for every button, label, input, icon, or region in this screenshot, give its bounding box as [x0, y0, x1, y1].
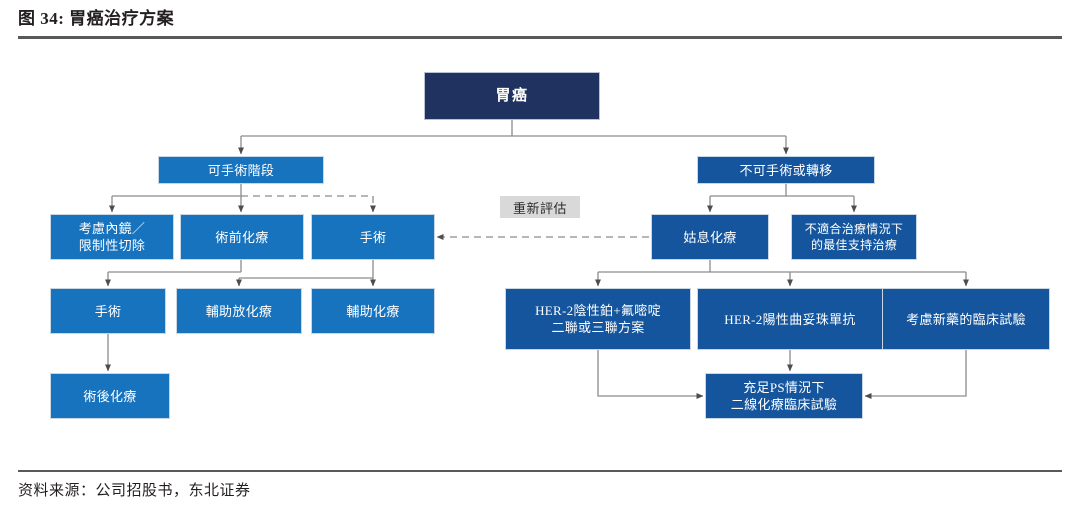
node-best-supportive-care[interactable]: 不適合治療情況下 的最佳支持治療: [791, 214, 917, 260]
node-label: 輔助放化療: [205, 303, 273, 319]
node-label: 手術: [94, 303, 122, 319]
page-title: 图 34: 胃癌治疗方案: [18, 9, 175, 28]
node-palliative-chemo[interactable]: 姑息化療: [651, 214, 769, 260]
node-gastric-cancer[interactable]: 胃癌: [424, 72, 600, 120]
connector-layer: [105, 120, 969, 399]
node-second-line-trial[interactable]: 充足PS情況下 二線化療臨床試驗: [705, 373, 863, 419]
node-surgery-lower[interactable]: 手術: [50, 288, 166, 334]
node-label: 考慮內鏡／ 限制性切除: [78, 221, 146, 253]
figure-header: 图 34: 胃癌治疗方案: [18, 6, 1062, 40]
node-label: 可手術階段: [207, 162, 275, 178]
node-label: 胃癌: [495, 87, 529, 104]
node-label: HER-2陰性鉑+氟嘧啶 二聯或三聯方案: [535, 303, 661, 335]
reassess-tag-label: 重新評估: [512, 200, 567, 216]
source-note: 资料来源：公司招股书，东北证券: [18, 483, 251, 499]
node-label: HER-2陽性曲妥珠單抗: [724, 311, 856, 327]
node-label: 不可手術或轉移: [739, 162, 833, 178]
node-her2-positive-trastuzumab[interactable]: HER-2陽性曲妥珠單抗: [697, 288, 883, 350]
footer-divider: [18, 470, 1062, 472]
node-consider-endoscopy[interactable]: 考慮內鏡／ 限制性切除: [50, 214, 174, 260]
node-label: 充足PS情況下 二線化療臨床試驗: [730, 380, 838, 412]
node-adjuvant-chemoradio[interactable]: 輔助放化療: [176, 288, 302, 334]
node-neoadjuvant-chemo[interactable]: 術前化療: [180, 214, 304, 260]
node-inoperable-metastatic[interactable]: 不可手術或轉移: [697, 156, 875, 184]
node-label: 考慮新藥的臨床試驗: [906, 311, 1026, 327]
edge-her2-neg-to-secondline: [597, 350, 704, 399]
node-label: 姑息化療: [683, 229, 737, 245]
node-her2-negative-regimen[interactable]: HER-2陰性鉑+氟嘧啶 二聯或三聯方案: [505, 288, 691, 350]
node-new-drug-trial[interactable]: 考慮新藥的臨床試驗: [882, 288, 1050, 350]
node-post-op-chemo[interactable]: 術後化療: [50, 373, 170, 419]
node-operable-stage[interactable]: 可手術階段: [158, 156, 324, 184]
node-label: 術前化療: [215, 229, 269, 245]
node-adjuvant-chemo[interactable]: 輔助化療: [311, 288, 435, 334]
header-divider: [18, 36, 1062, 39]
reassess-tag: 重新評估: [500, 196, 580, 218]
edge-new-drug-to-secondline: [864, 350, 967, 399]
node-label: 手術: [359, 229, 387, 245]
node-label: 術後化療: [83, 388, 137, 404]
node-surgery-upper[interactable]: 手術: [311, 214, 435, 260]
flowchart-diagram: 胃癌 可手術階段 不可手術或轉移 考慮內鏡／ 限制性切除 術前化療 手術 姑息化…: [0, 44, 1080, 468]
node-label: 輔助化療: [346, 303, 400, 319]
node-label: 不適合治療情況下 的最佳支持治療: [804, 222, 904, 252]
